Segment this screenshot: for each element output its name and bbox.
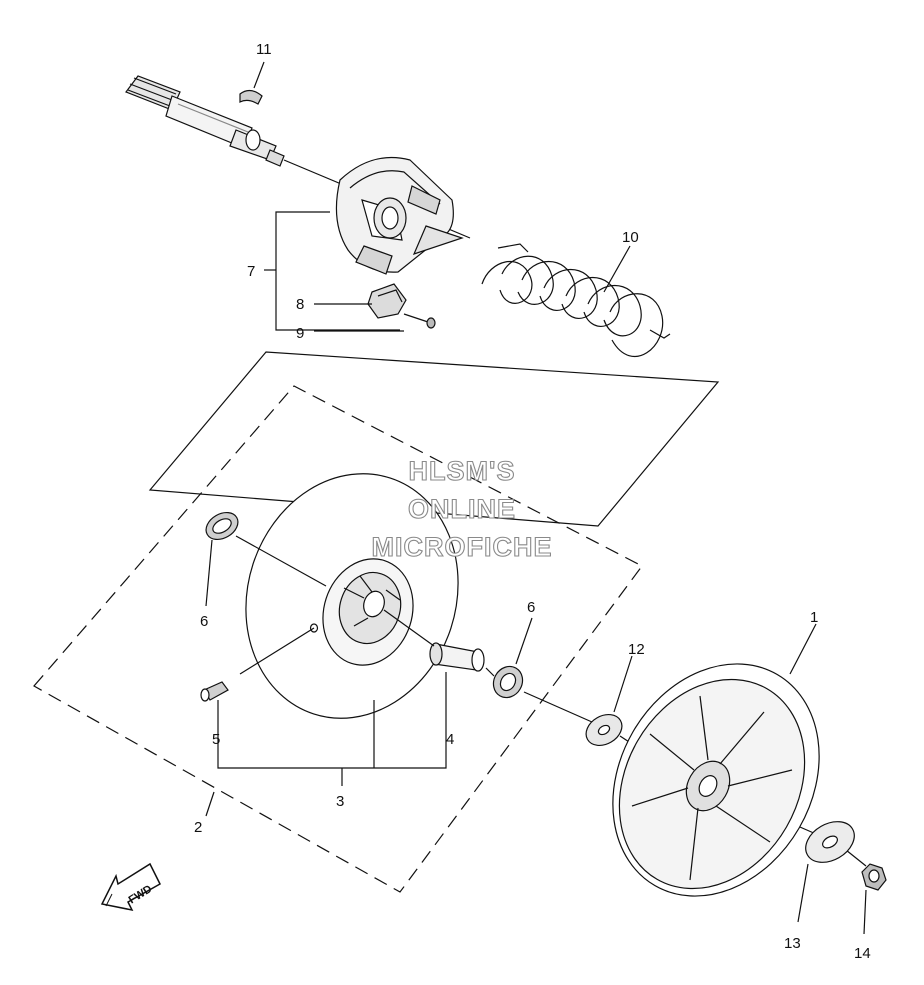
compression-spring: [481, 243, 671, 357]
watermark: HLSM'S ONLINE MICROFICHE: [371, 455, 553, 562]
forward-arrow-icon: FWD: [100, 862, 161, 912]
clutch-cam: [335, 156, 464, 275]
callout-4: 4: [446, 731, 454, 748]
callout-6a: 6: [200, 613, 208, 630]
slider-piece: [367, 283, 407, 319]
bracket-7: [275, 211, 400, 331]
outline-dashed: [33, 385, 643, 893]
washer-12: [585, 713, 623, 747]
woodruff-key: [239, 89, 263, 105]
watermark-line-1: HLSM'S: [409, 456, 516, 486]
callout-12: 12: [628, 641, 645, 658]
callout-labels: 1 2 3 4 5 6 6 7 8 9 10 11 12 13 14: [194, 41, 871, 962]
bushing: [429, 642, 485, 672]
callout-6b: 6: [527, 599, 535, 616]
sliding-sheave: [245, 473, 459, 719]
callout-3: 3: [336, 793, 344, 810]
grease-nipple: [200, 681, 229, 702]
callout-1: 1: [810, 609, 818, 626]
splined-shaft: [125, 75, 471, 239]
bolt: [403, 313, 436, 329]
callout-2: 2: [194, 819, 202, 836]
callout-5: 5: [212, 731, 220, 748]
outline-solid: [148, 351, 720, 527]
watermark-line-2: ONLINE: [408, 494, 516, 524]
callout-13: 13: [784, 935, 801, 952]
leader-11: [253, 61, 265, 89]
flange-nut: [861, 863, 887, 891]
callout-7: 7: [247, 263, 255, 280]
oil-seal-left: [205, 511, 239, 541]
watermark-line-3: MICROFICHE: [372, 532, 553, 562]
callout-8: 8: [296, 296, 304, 313]
callout-11: 11: [256, 41, 272, 58]
callout-9: 9: [296, 325, 304, 342]
oil-seal-right: [492, 665, 524, 699]
fixed-sheave: [612, 663, 820, 897]
washer-13: [805, 821, 855, 863]
callout-10: 10: [622, 229, 639, 246]
callout-14: 14: [854, 945, 871, 962]
